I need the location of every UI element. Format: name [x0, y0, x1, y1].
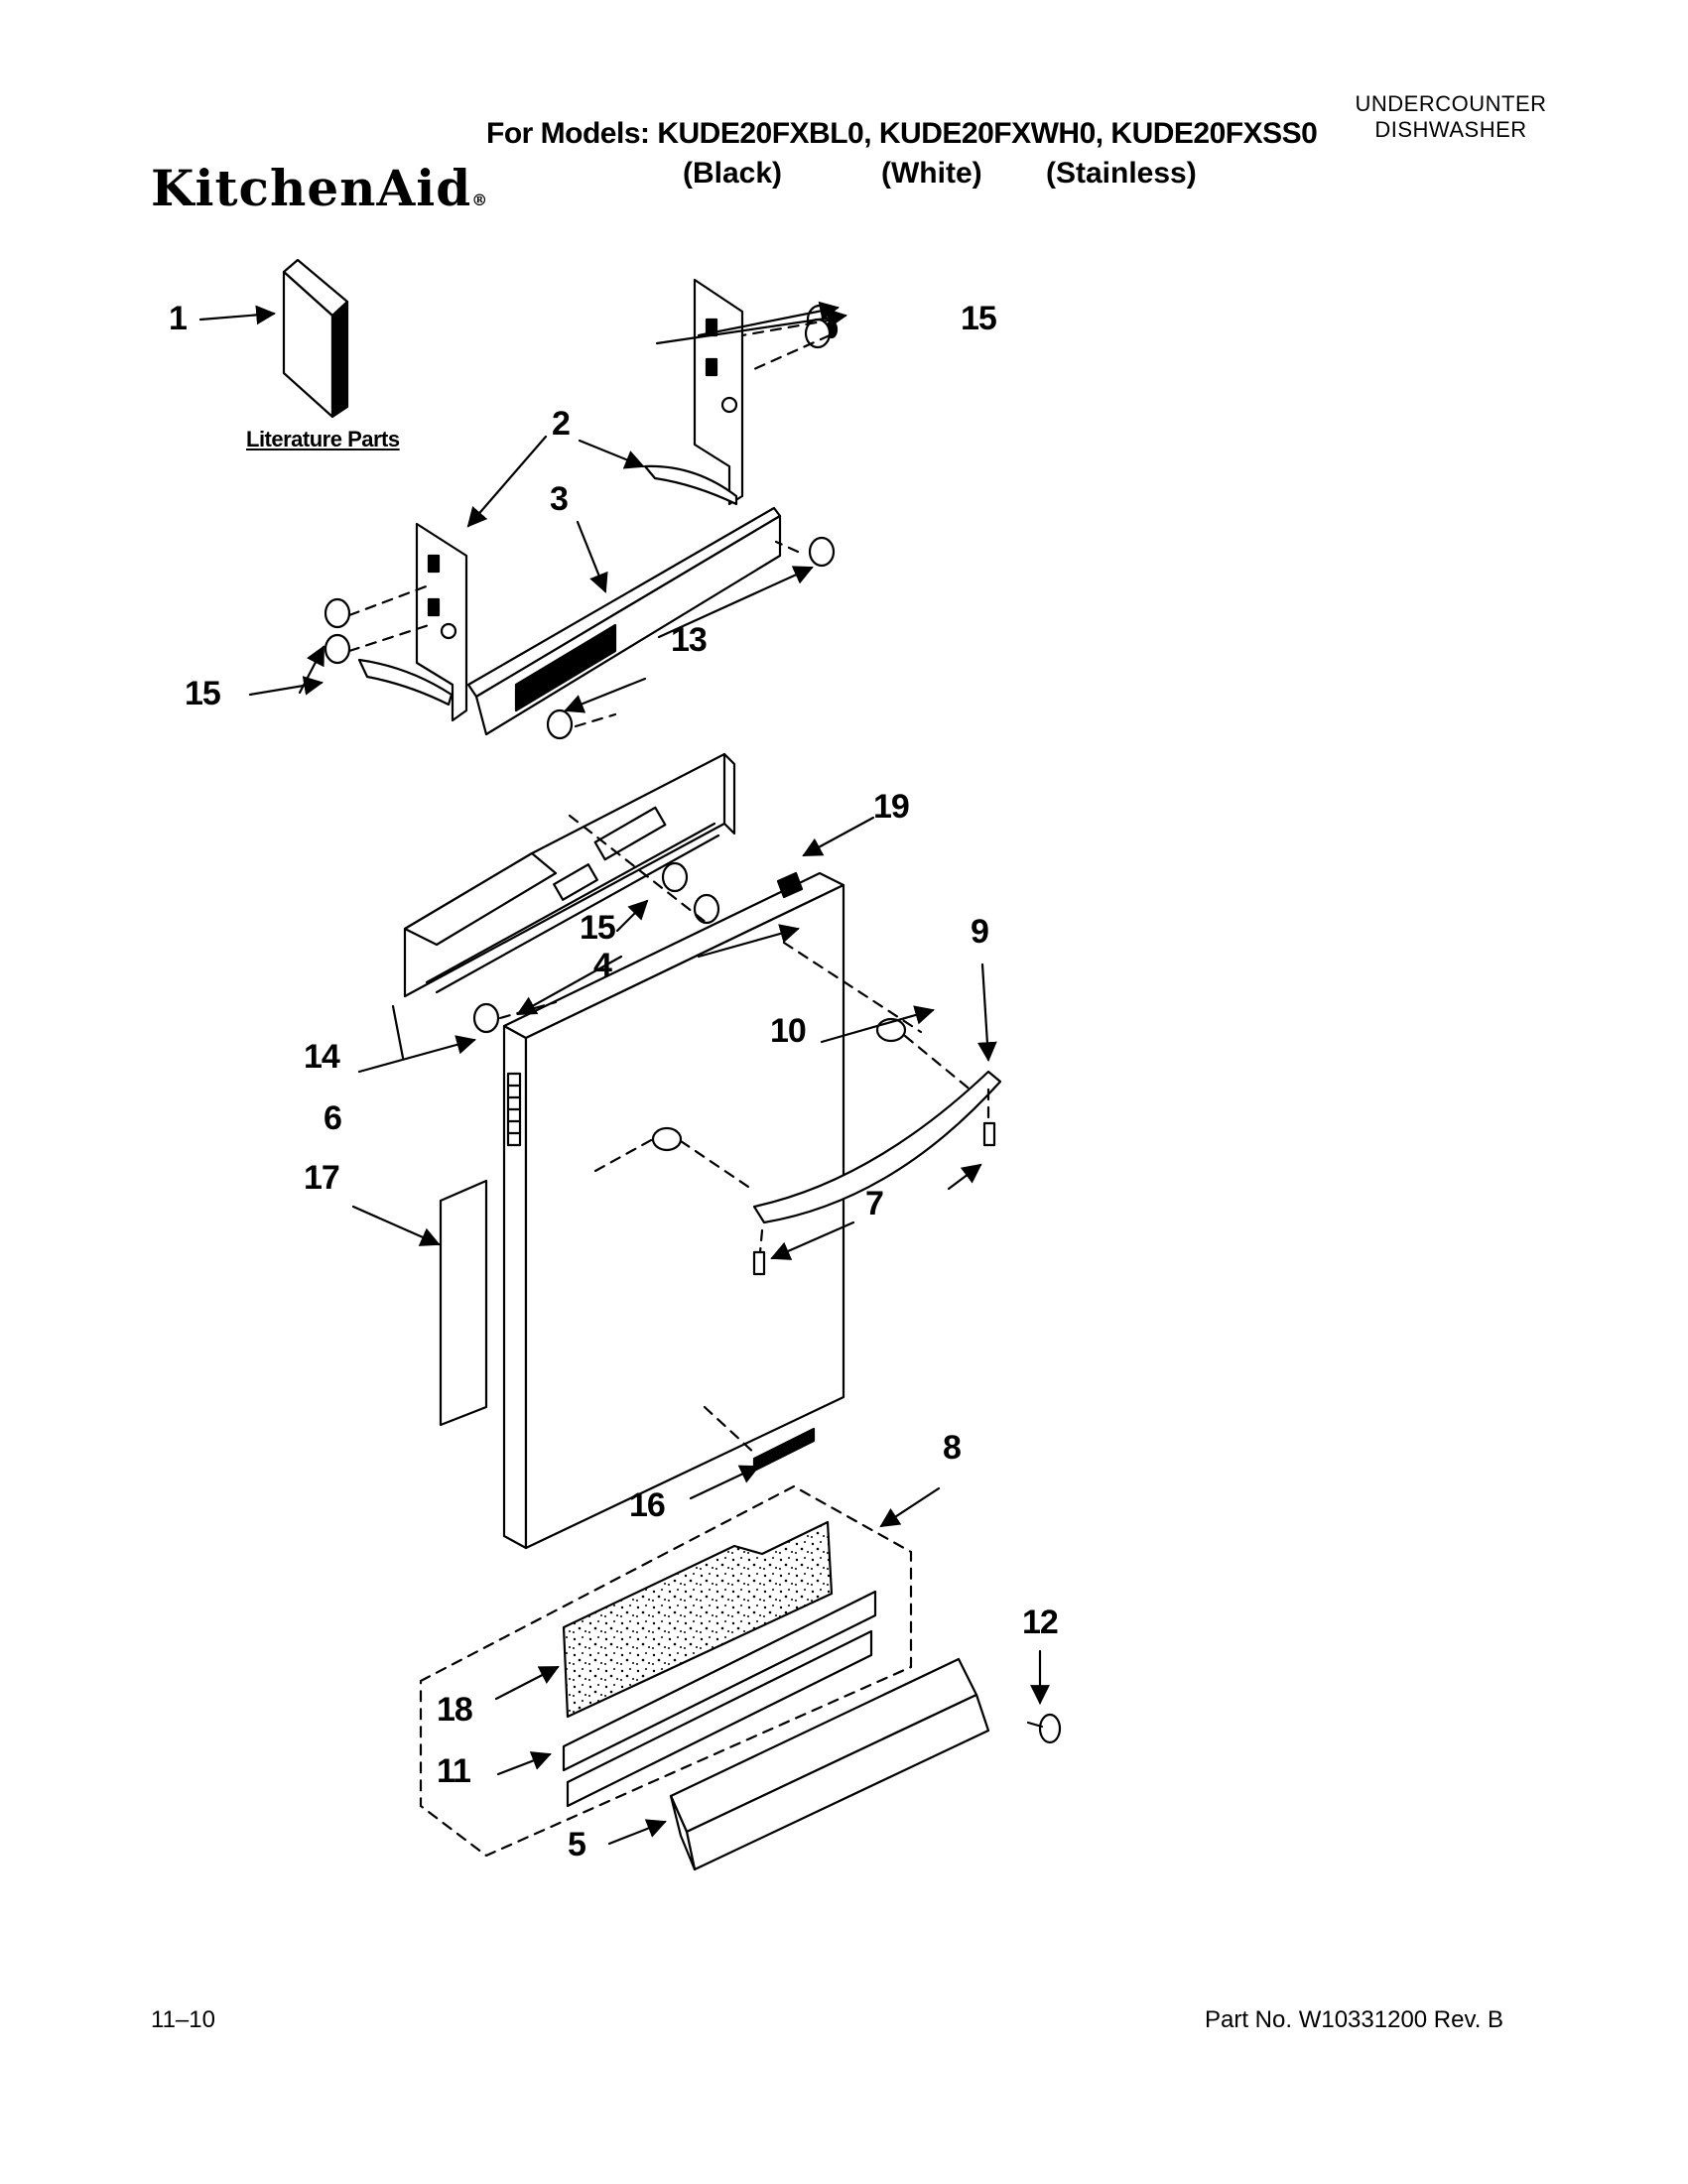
category-line-1: UNDERCOUNTER [1355, 91, 1547, 116]
footer-part-number: Part No. W10331200 Rev. B [1205, 2006, 1504, 2033]
callout-15-top: 15 [961, 300, 997, 337]
callout-10: 10 [770, 1012, 807, 1050]
callout-2: 2 [552, 405, 571, 443]
insulation-foam [562, 1520, 834, 1719]
callout-17: 17 [304, 1159, 340, 1197]
callout-15-mid: 15 [580, 909, 616, 947]
door-bracket-left [357, 522, 468, 722]
variant-white: (White) [881, 157, 982, 190]
toe-screw [1026, 1713, 1062, 1744]
callout-7: 7 [865, 1185, 884, 1222]
variant-black: (Black) [683, 157, 783, 190]
category-line-2: DISHWASHER [1374, 117, 1527, 142]
outer-door-panel [502, 871, 845, 1550]
clip-19 [776, 871, 804, 899]
control-console [403, 752, 736, 998]
brand-logo: KitchenAid® [151, 159, 488, 217]
callout-5: 5 [568, 1826, 586, 1863]
assembly-lines [347, 318, 990, 1858]
literature-book [282, 258, 349, 419]
callout-1: 1 [169, 300, 188, 337]
variant-stainless: (Stainless) [1046, 157, 1197, 190]
callout-9: 9 [971, 913, 989, 951]
insert-panel [562, 1590, 877, 1772]
callout-14: 14 [304, 1038, 340, 1076]
models-line: For Models: KUDE20FXBL0, KUDE20FXWH0, KU… [486, 117, 1318, 150]
callout-16: 16 [629, 1486, 666, 1524]
literature-parts-label: Literature Parts [246, 427, 400, 451]
callout-12: 12 [1022, 1604, 1059, 1641]
callout-18: 18 [437, 1691, 473, 1729]
callout-4: 4 [593, 947, 612, 984]
callout-3: 3 [550, 480, 569, 518]
callout-8: 8 [943, 1429, 962, 1467]
insulation-sheet [439, 1179, 488, 1427]
footer-date: 11–10 [151, 2006, 215, 2033]
callout-13: 13 [671, 621, 708, 659]
console-panel [466, 506, 782, 736]
callout-6: 6 [324, 1099, 342, 1137]
callout-11: 11 [437, 1752, 471, 1790]
callout-15-left: 15 [185, 675, 221, 712]
door-bracket-right [643, 278, 744, 506]
callout-19: 19 [873, 788, 910, 826]
leader-arrows [198, 301, 1050, 1846]
brand-name: KitchenAid [151, 159, 472, 217]
brand-mark: ® [471, 191, 489, 209]
toe-panel [669, 1657, 990, 1871]
handle [752, 1070, 1002, 1224]
